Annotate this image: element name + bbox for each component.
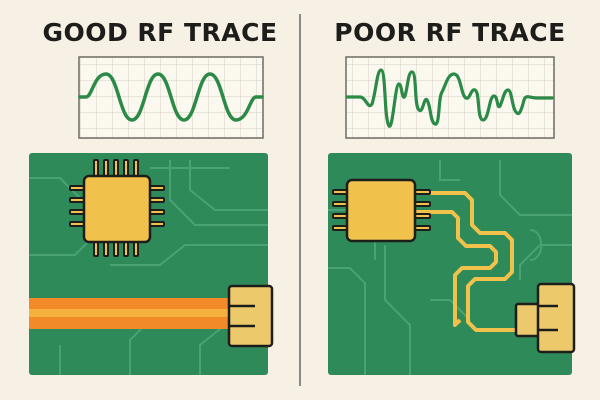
meandering-rf-trace — [416, 191, 516, 332]
microchip-icon — [332, 178, 431, 243]
poor-pcb-board — [328, 153, 576, 375]
good-pcb-board — [29, 153, 274, 375]
good-signal-graph — [78, 56, 264, 139]
distorted-wave — [345, 68, 554, 128]
rf-connector-icon — [514, 282, 576, 354]
good-rf-trace-title: GOOD RF TRACE — [42, 18, 278, 47]
panel-divider — [299, 14, 301, 386]
clean-sine-wave — [78, 72, 264, 122]
straight-rf-trace — [29, 298, 239, 329]
poor-signal-graph — [345, 56, 555, 139]
rf-connector-icon — [227, 284, 274, 348]
poor-rf-trace-title: POOR RF TRACE — [334, 18, 566, 47]
microchip-icon — [69, 159, 165, 257]
